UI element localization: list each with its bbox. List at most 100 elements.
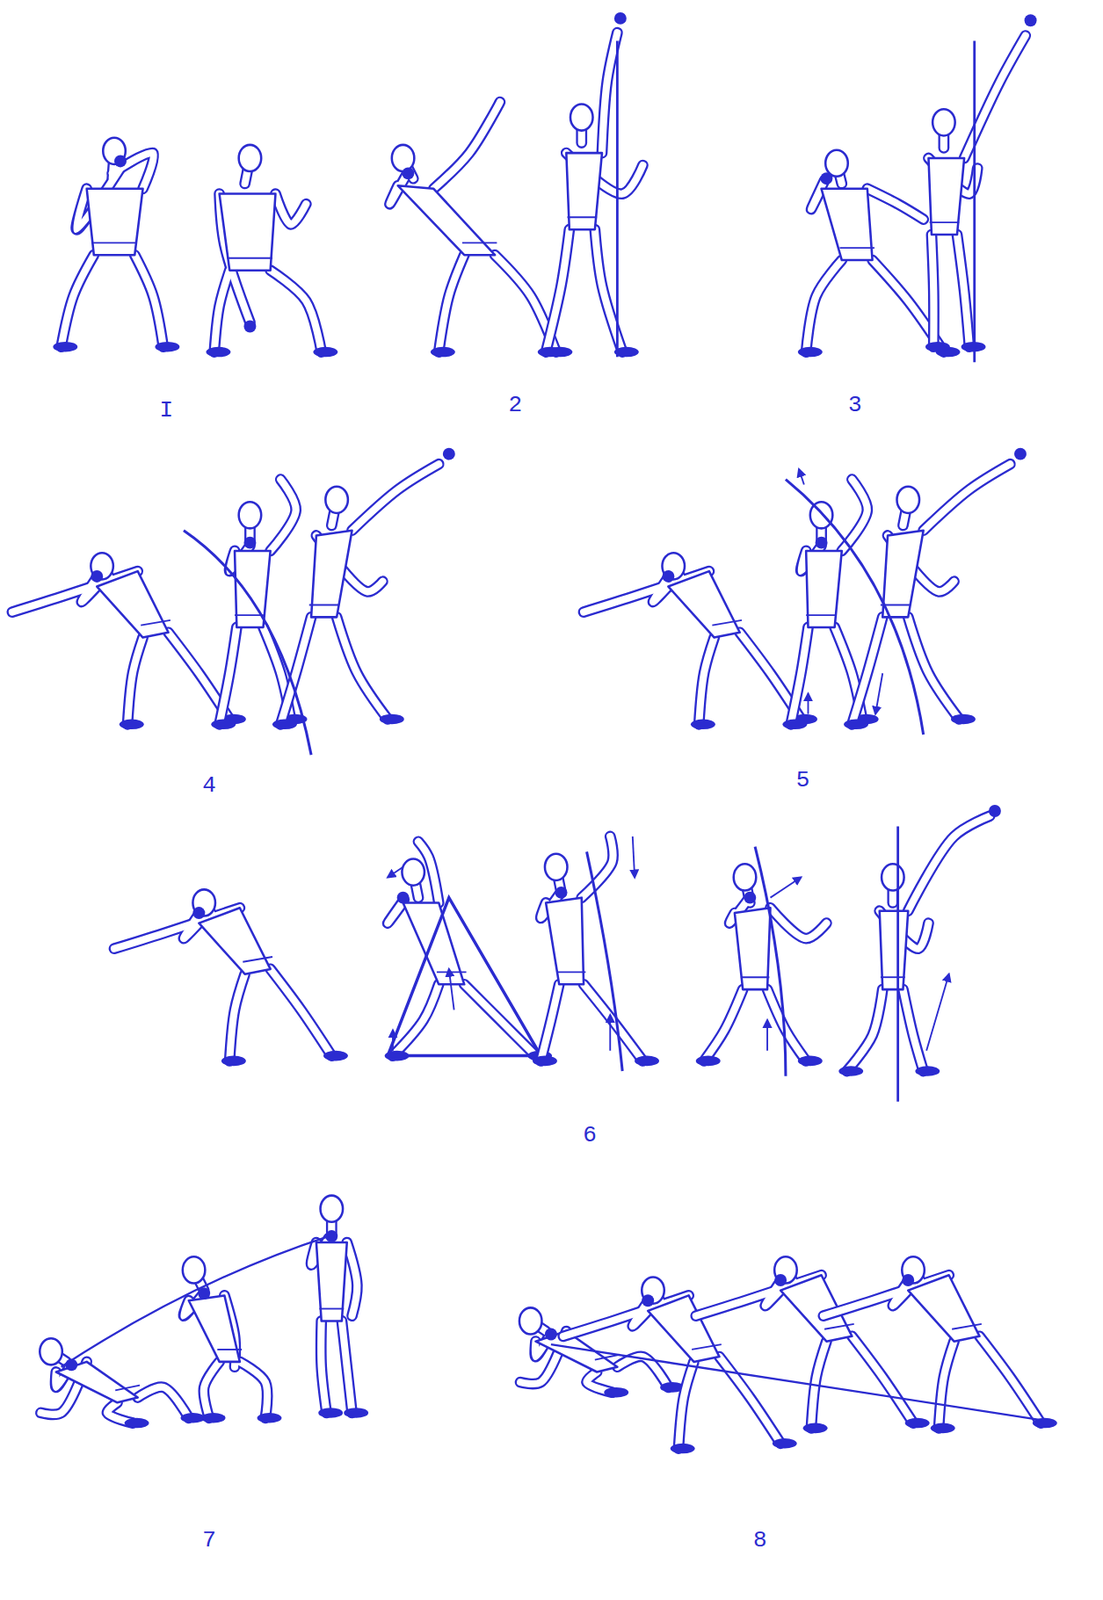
shorts-line	[805, 614, 837, 617]
limb-outline	[979, 1336, 1042, 1424]
shorts-line	[319, 1308, 344, 1311]
vertical-axis	[616, 40, 619, 357]
limb-outline	[280, 616, 312, 725]
limb-outline	[214, 270, 230, 353]
limb-outline	[678, 1362, 694, 1450]
shoe	[532, 1056, 558, 1067]
limb-outline	[805, 260, 842, 352]
limb-fill	[112, 152, 154, 189]
figure-number: I	[159, 399, 174, 422]
limb-fill	[61, 254, 95, 347]
shot-ball	[1024, 14, 1038, 27]
limb-outline	[320, 1320, 327, 1413]
limb-fill	[581, 836, 614, 899]
limb-outline	[545, 229, 570, 352]
shoe	[272, 718, 298, 730]
shorts-line	[880, 976, 906, 979]
shot-ball	[90, 570, 103, 583]
limb-fill	[938, 1342, 954, 1430]
shoe	[323, 1051, 349, 1062]
shoe	[52, 341, 78, 353]
torso	[734, 907, 771, 990]
athlete-figure	[583, 552, 818, 730]
limb-outline	[438, 254, 465, 352]
limb-fill	[270, 479, 297, 552]
torso	[87, 188, 144, 255]
force-arrow	[632, 836, 635, 878]
limb-fill	[931, 234, 934, 348]
limb-fill	[907, 816, 990, 912]
limb-fill	[438, 254, 465, 352]
shoe	[930, 1423, 956, 1435]
force-arrow	[387, 867, 403, 879]
shoe	[838, 1066, 864, 1077]
head	[391, 145, 415, 172]
limb-outline	[540, 984, 559, 1061]
limb-fill	[767, 989, 806, 1061]
torso	[805, 551, 842, 628]
limb-fill	[433, 101, 500, 189]
shoe	[603, 1387, 629, 1399]
limb-fill	[602, 32, 617, 153]
figure-number: 7	[202, 1529, 217, 1553]
athlete-figure	[696, 1256, 930, 1434]
figure-number: 5	[796, 769, 811, 792]
force-arrow	[449, 969, 455, 1010]
limb-outline	[957, 234, 970, 348]
trajectory-line	[551, 1344, 1041, 1421]
torso	[234, 551, 271, 628]
shoe	[206, 347, 232, 358]
shoe	[905, 1418, 930, 1430]
figure-number: 8	[753, 1529, 768, 1553]
head	[519, 1307, 543, 1335]
head	[182, 1256, 206, 1284]
limb-outline	[270, 969, 333, 1057]
shoe	[798, 1056, 823, 1067]
shot-ball	[901, 1274, 915, 1287]
athlete-figure	[272, 448, 456, 730]
limb-fill	[851, 616, 883, 725]
shorts-line	[824, 1324, 855, 1330]
limb-fill	[127, 638, 143, 726]
shot-ball	[743, 892, 756, 905]
figure-number: 6	[582, 1124, 597, 1147]
limb-fill	[703, 989, 743, 1061]
limb-fill	[867, 188, 924, 220]
shoe	[124, 1418, 150, 1430]
limb-outline	[229, 974, 245, 1062]
shorts-line	[217, 1349, 242, 1351]
limb-fill	[229, 974, 245, 1062]
limb-fill	[203, 1362, 220, 1419]
figure-number: 3	[848, 393, 863, 417]
force-arrow	[926, 974, 950, 1052]
shot-ball	[192, 907, 205, 920]
shoe	[221, 1056, 247, 1067]
limb-outline	[581, 836, 614, 899]
body-axis-curve	[785, 479, 924, 735]
shoe	[690, 718, 716, 730]
limb-outline	[767, 989, 806, 1061]
shot-ball	[815, 536, 828, 550]
limb-fill	[805, 260, 842, 352]
limb-outline	[907, 616, 959, 719]
athlete-figure	[39, 1338, 205, 1429]
head	[544, 854, 568, 881]
head	[570, 103, 594, 131]
force-arrow	[609, 1015, 611, 1052]
athlete-figure	[311, 1196, 369, 1419]
torso	[821, 188, 873, 261]
head	[881, 863, 905, 891]
head	[896, 486, 920, 514]
shoe	[670, 1444, 696, 1455]
athlete-figure	[12, 552, 247, 730]
athlete-figure	[52, 137, 180, 353]
limb-outline	[931, 234, 934, 348]
force-arrow	[391, 1030, 394, 1052]
shot-ball	[774, 1274, 787, 1287]
shot-ball	[442, 448, 456, 461]
limb-outline	[203, 1362, 220, 1419]
shorts-line	[566, 216, 597, 218]
limb-outline	[336, 616, 388, 719]
